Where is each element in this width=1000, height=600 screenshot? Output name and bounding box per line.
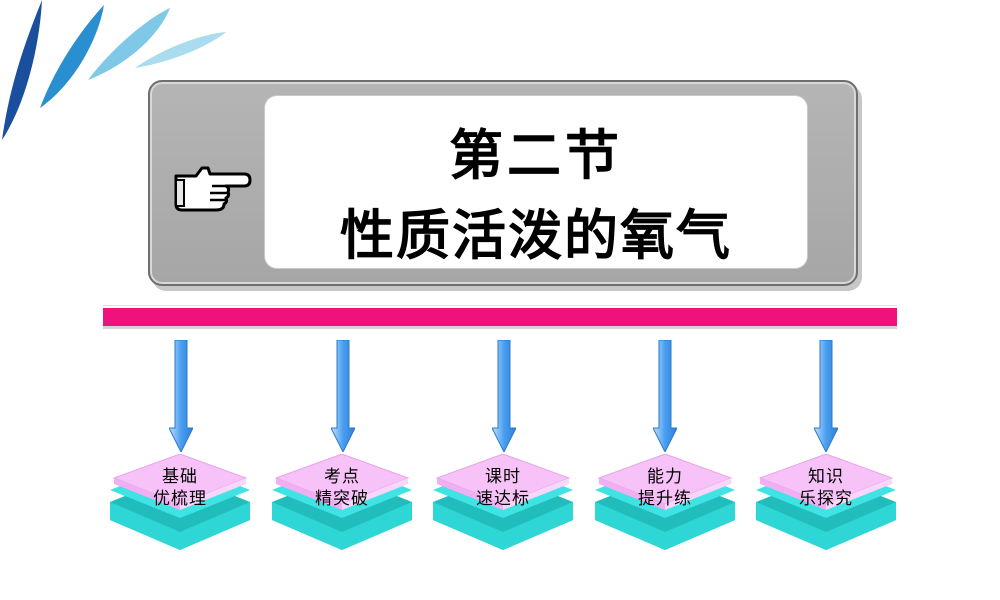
blue-leaf-decoration [2, 0, 226, 140]
nav-label-line2: 乐探究 [799, 489, 853, 509]
tile-shape [595, 454, 735, 550]
arrow-down-icon [169, 340, 193, 452]
title-card: 第二节 性质活泼的氧气 [265, 96, 807, 268]
tile-shape [433, 454, 573, 550]
tile-shape [110, 454, 250, 550]
nav-label-line1: 能力 [647, 467, 683, 487]
nav-button-basics[interactable]: 基础 优梳理 [110, 454, 250, 564]
pointing-hand-icon[interactable] [172, 160, 252, 214]
section-number: 第二节 [449, 124, 623, 187]
nav-label-line2: 提升练 [638, 489, 692, 509]
nav-label-line2: 速达标 [476, 489, 530, 509]
nav-label-line2: 优梳理 [153, 489, 207, 509]
nav-label-line2: 精突破 [315, 489, 369, 509]
tile-shape [756, 454, 896, 550]
nav-button-explore[interactable]: 知识 乐探究 [756, 454, 896, 564]
divider-bar [103, 306, 897, 326]
nav-button-lesson[interactable]: 课时 速达标 [433, 454, 573, 564]
arrow-down-icon [492, 340, 516, 452]
nav-button-ability[interactable]: 能力 提升练 [595, 454, 735, 564]
section-title: 性质活泼的氧气 [340, 204, 732, 267]
arrow-down-icon [331, 340, 355, 452]
arrow-down-icon [814, 340, 838, 452]
nav-label-line1: 基础 [162, 467, 198, 487]
nav-label-line1: 课时 [485, 467, 521, 487]
nav-label-line1: 知识 [808, 467, 844, 487]
nav-label-line1: 考点 [324, 467, 360, 487]
arrow-down-icon [653, 340, 677, 452]
tile-shape [272, 454, 412, 550]
nav-button-keypoints[interactable]: 考点 精突破 [272, 454, 412, 564]
